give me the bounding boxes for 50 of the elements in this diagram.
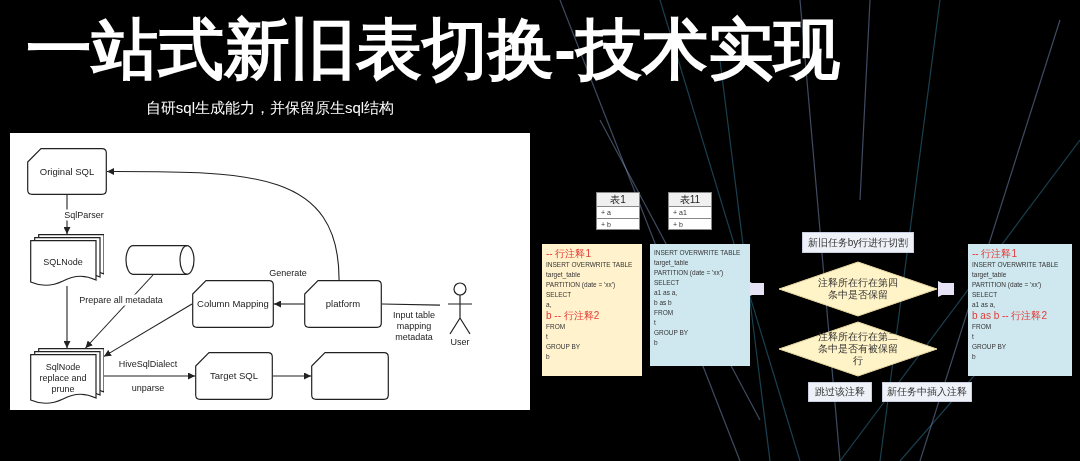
node-label: platform <box>324 298 362 310</box>
code-comment: -- 行注释1 <box>972 248 1018 260</box>
subtitle: 自研sql生成能力，并保留原生sql结构 <box>145 99 395 115</box>
table-header: 表11 <box>669 193 711 206</box>
step-box <box>802 232 914 253</box>
actor-label: User <box>450 338 470 347</box>
connector-line <box>381 303 441 306</box>
table-box <box>668 192 712 230</box>
decision-diamond <box>778 261 938 317</box>
step-text: 跳过该注释 <box>815 387 865 397</box>
process-card <box>304 280 382 328</box>
step-box <box>808 382 872 402</box>
code-panel <box>542 244 642 376</box>
arrow <box>63 285 71 349</box>
code-panel <box>968 244 1072 376</box>
edge-label: Input table mapping metadata <box>391 309 437 343</box>
edge-label: HiveSqlDialect <box>117 358 179 370</box>
arrow <box>272 372 312 380</box>
edge-label: Prepare all metadata <box>78 294 164 306</box>
node-label: Target SQL <box>208 370 260 382</box>
table-box <box>596 192 640 230</box>
decision-text: 注释所在行在第四条中是否保留 <box>817 277 899 301</box>
document-stack <box>30 234 104 286</box>
code-panel <box>650 244 750 366</box>
node-label: SQLNode <box>42 255 84 268</box>
arrow <box>273 300 305 308</box>
process-card <box>195 352 273 400</box>
step-text: 新旧任务by行进行切割 <box>807 237 909 248</box>
edge-label: SqlParser <box>63 209 105 221</box>
code-comment: -- 行注释1 <box>546 248 592 260</box>
annotation-text: unparse <box>130 383 166 393</box>
block-arrow <box>938 281 954 297</box>
step-text: 新任务中插入注释 <box>887 387 967 397</box>
process-card <box>192 280 274 328</box>
step-box <box>882 382 972 402</box>
arrow <box>106 168 340 281</box>
code-comment: b -- 行注释2 <box>546 310 601 322</box>
database-cylinder <box>125 245 195 275</box>
node-label: Column Mapping <box>196 298 270 310</box>
edge-label: Generate <box>268 267 308 279</box>
node-label: SqlNode replace and prune <box>38 360 88 395</box>
node-label: Original SQL <box>38 165 96 178</box>
decision-diamond <box>778 321 938 377</box>
code-comment: b as b -- 行注释2 <box>972 310 1049 322</box>
table-header: 表1 <box>597 193 639 206</box>
slide-title: 一站式新旧表切换-技术实现 <box>26 16 840 82</box>
process-card <box>311 352 389 400</box>
decision-text: 注释所在行在第二条中是否有被保留行 <box>817 331 899 367</box>
document-stack <box>30 348 104 404</box>
process-card <box>27 148 107 195</box>
